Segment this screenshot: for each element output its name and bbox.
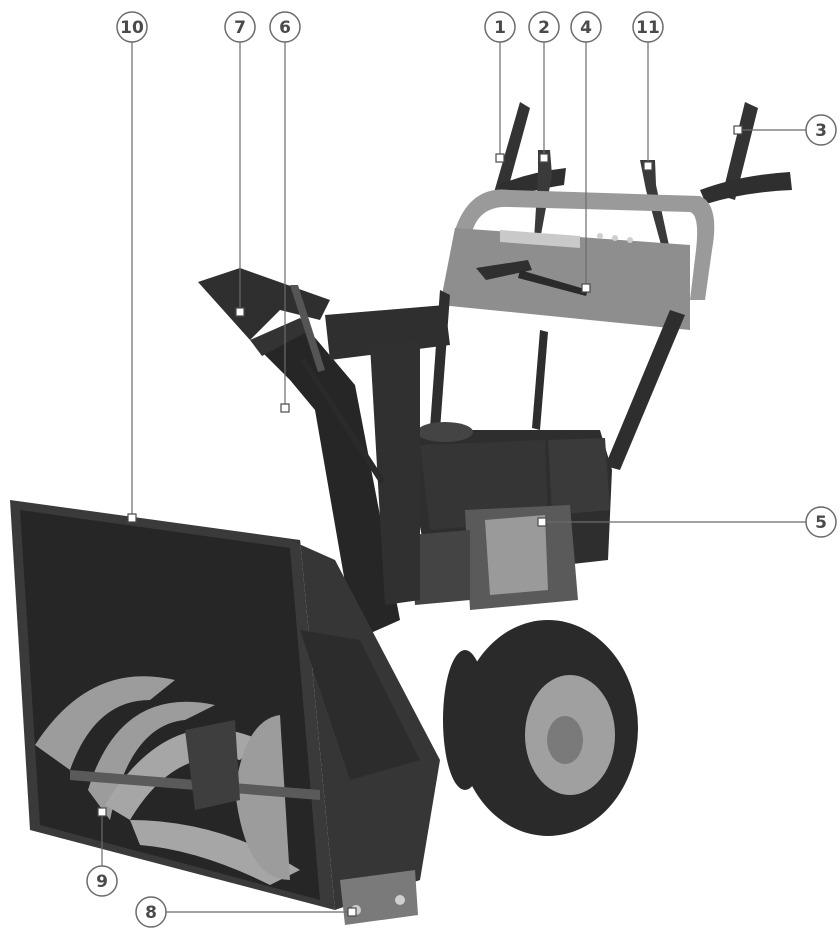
marker-11	[643, 161, 653, 171]
fuel-tank	[548, 438, 610, 515]
marker-3	[733, 125, 743, 135]
chute-cable	[300, 358, 385, 484]
callout-8: 8	[135, 896, 167, 928]
engine	[410, 422, 612, 610]
marker-9	[97, 807, 107, 817]
wheel-hub	[547, 716, 583, 764]
callout-9-label: 9	[96, 872, 108, 892]
callout-1-label: 1	[494, 18, 506, 38]
gearbox	[185, 720, 240, 810]
chute-rim	[250, 318, 310, 356]
callout-5: 5	[805, 506, 837, 538]
left-handle-grip	[493, 102, 530, 200]
discharge-chute-assembly	[198, 268, 450, 640]
skid-bolt-2	[395, 895, 405, 905]
marker-5	[537, 517, 547, 527]
auger-blade-1	[35, 676, 175, 770]
callout-3-label: 3	[815, 121, 827, 141]
callout-11-label: 11	[636, 18, 660, 38]
callout-leaders	[97, 42, 806, 917]
callout-4-label: 4	[580, 18, 592, 38]
callout-6: 6	[269, 11, 301, 43]
callout-8-label: 8	[145, 903, 157, 923]
callout-4: 4	[570, 11, 602, 43]
right-handle-grip	[722, 102, 758, 200]
callout-7-label: 7	[234, 18, 246, 38]
handlebar-assembly	[440, 102, 792, 330]
right-handle-tube	[605, 310, 685, 470]
right-bail-lever	[700, 172, 792, 204]
callout-10-label: 10	[120, 18, 144, 38]
cable-rod	[532, 330, 548, 430]
marker-1	[495, 153, 505, 163]
fuel-cap	[417, 422, 473, 442]
callout-5-label: 5	[815, 513, 827, 533]
discharge-chute-body	[255, 320, 400, 640]
callout-2-label: 2	[538, 18, 550, 38]
callout-11: 11	[632, 11, 664, 43]
chute-crank-rod	[518, 270, 588, 296]
augers	[35, 676, 320, 885]
chute-support-tube	[370, 340, 420, 605]
engine-side-cover	[410, 530, 470, 605]
chute-crank-handle	[476, 260, 532, 280]
panel-indicator-window	[500, 230, 580, 248]
panel-light-1	[597, 233, 603, 239]
housing-side-recess	[300, 630, 420, 780]
auger-blade-2	[88, 701, 215, 820]
panel-light-2	[612, 235, 618, 241]
marker-8	[347, 907, 357, 917]
muffler-guard	[485, 515, 548, 595]
callout-10: 10	[116, 11, 148, 43]
drive-wheel	[443, 620, 638, 836]
callout-badges: 10 7 6 1 2 4 11 3	[86, 11, 837, 928]
panel-light-3	[627, 237, 633, 243]
auger-blade-5	[235, 715, 290, 880]
callout-7: 7	[224, 11, 256, 43]
handle-frame-upper	[455, 189, 715, 300]
callout-3: 3	[805, 114, 837, 146]
marker-4	[581, 283, 591, 293]
engine-cover-pattern	[420, 440, 548, 530]
back-tire	[443, 650, 487, 790]
marker-2	[539, 153, 549, 163]
marker-6	[280, 403, 290, 413]
callout-9: 9	[86, 865, 118, 897]
marker-7	[235, 307, 245, 317]
callout-6-label: 6	[279, 18, 291, 38]
chute-spring	[290, 285, 325, 372]
control-panel	[440, 228, 690, 330]
marker-10	[127, 513, 137, 523]
auger-blade-4	[130, 820, 300, 885]
chute-deflector	[198, 268, 330, 340]
callout-1: 1	[484, 11, 516, 43]
callout-2: 2	[528, 11, 560, 43]
